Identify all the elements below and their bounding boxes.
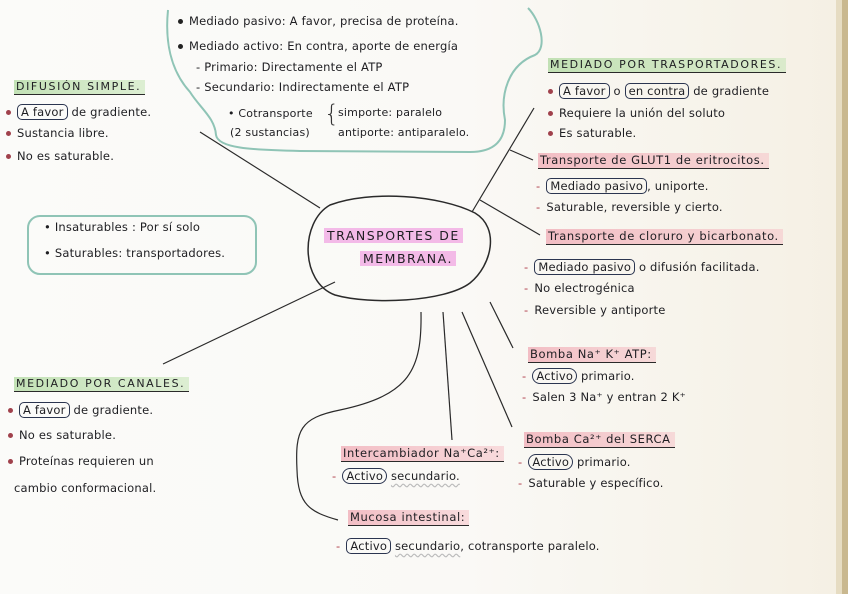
nak-line: -Salen 3 Na⁺ y entran 2 K⁺: [522, 390, 686, 404]
item-text: Requiere la unión del soluto: [559, 106, 726, 120]
transportadores-title: Mediado por trasportadores.: [548, 58, 787, 73]
difusion-simple-item: No es saturable.: [6, 149, 114, 163]
item-text: de gradiente.: [73, 403, 154, 417]
nak-title: Bomba Na⁺ K⁺ ATP:: [528, 347, 656, 363]
a-favor-box: A favor: [559, 83, 610, 99]
activo-box: Activo: [346, 538, 392, 554]
center-title-text2: MEMBRANA.: [360, 251, 456, 266]
en-contra-box: en contra: [624, 83, 690, 99]
activo-box: Activo: [532, 368, 578, 384]
mediado-activo-line: Mediado activo: En contra, aporte de ene…: [178, 39, 458, 53]
difusion-simple-item: Sustancia libre.: [6, 126, 109, 140]
item-text: secundario: [394, 539, 461, 553]
difusion-simple-title: Difusión simple.: [14, 80, 146, 95]
primario-line: - Primario: Directamente el ATP: [196, 60, 383, 74]
item-text: Reversible y antiporte: [534, 303, 666, 317]
item-text: o: [613, 84, 621, 98]
mediado-activo-text: En contra, aporte de energía: [287, 39, 459, 53]
mediado-pasivo-box: Mediado pasivo: [534, 259, 636, 275]
item-text: , uniporte.: [647, 179, 709, 193]
mediado-pasivo-text: A favor, precisa de proteína.: [289, 14, 459, 28]
canales-continuation: cambio conformacional.: [14, 481, 157, 495]
saturables-text: • Saturables: transportadores.: [44, 246, 226, 260]
transportadores-item: Es saturable.: [548, 126, 636, 140]
item-text: , cotransporte paralelo.: [460, 539, 600, 553]
cloruro-line: -Mediado pasivo o difusión facilitada.: [524, 259, 760, 275]
cotransporte-note: (2 sustancias): [230, 126, 310, 139]
naca-title: Intercambiador Na⁺Ca²⁺:: [341, 446, 504, 462]
glut1-line: -Mediado pasivo, uniporte.: [536, 178, 709, 194]
item-text: primario.: [576, 455, 631, 469]
a-favor-box: A favor: [19, 402, 70, 418]
canales-item: No es saturable.: [8, 428, 116, 442]
item-text: Salen 3 Na⁺ y entran 2 K⁺: [532, 390, 686, 404]
item-text: de gradiente: [693, 84, 770, 98]
mediado-activo-label: Mediado activo:: [189, 39, 284, 53]
insaturables-text: • Insaturables : Por sí solo: [44, 220, 201, 234]
item-text: Saturable y específico.: [528, 476, 664, 490]
center-title-line1: TRANSPORTES DE: [324, 228, 463, 243]
serca-title: Bomba Ca²⁺ del SERCA: [524, 432, 675, 448]
primario-text: Directamente el ATP: [261, 60, 383, 74]
brace-icon: {: [324, 100, 340, 128]
cloruro-title: Transporte de cloruro y bicarbonato.: [546, 229, 783, 245]
activo-box: Activo: [342, 468, 388, 484]
secundario-label: - Secundario:: [196, 80, 275, 94]
mucosa-title: Mucosa intestinal:: [348, 510, 470, 526]
mediado-pasivo-line: Mediado pasivo: A favor, precisa de prot…: [178, 14, 459, 28]
transportadores-item: Requiere la unión del soluto: [548, 106, 725, 120]
center-title-text1: TRANSPORTES DE: [324, 228, 463, 243]
nak-line: -Activo primario.: [522, 368, 635, 384]
item-text: Sustancia libre.: [17, 126, 109, 140]
secundario-text: Indirectamente el ATP: [278, 80, 410, 94]
difusion-simple-item: A favor de gradiente.: [6, 104, 151, 120]
cloruro-line: -No electrogénica: [524, 281, 635, 295]
item-text: No electrogénica: [534, 281, 635, 295]
item-text: o difusión facilitada.: [638, 260, 760, 274]
item-text: Proteínas requieren un: [19, 454, 154, 468]
canales-item: Proteínas requieren un: [8, 454, 154, 468]
primario-label: - Primario:: [196, 60, 258, 74]
center-title-line2: MEMBRANA.: [360, 251, 456, 266]
transportadores-item: A favor o en contra de gradiente: [548, 83, 769, 99]
a-favor-box: A favor: [17, 104, 68, 120]
naca-line: -Activo secundario.: [332, 468, 460, 484]
serca-line: -Activo primario.: [518, 454, 631, 470]
item-text: secundario.: [390, 469, 460, 483]
mediado-pasivo-box: Mediado pasivo: [546, 178, 648, 194]
mediado-pasivo-label: Mediado pasivo:: [189, 14, 286, 28]
cotransporte-label: • Cotransporte: [228, 107, 313, 120]
item-text: No es saturable.: [17, 149, 115, 163]
glut1-line: -Saturable, reversible y cierto.: [536, 200, 723, 214]
item-text: Es saturable.: [559, 126, 637, 140]
serca-line: -Saturable y específico.: [518, 476, 664, 490]
canales-item: A favor de gradiente.: [8, 402, 153, 418]
activo-box: Activo: [528, 454, 574, 470]
canales-title: Mediado por canales.: [14, 377, 190, 392]
item-text: No es saturable.: [19, 428, 117, 442]
item-text: Saturable, reversible y cierto.: [546, 200, 723, 214]
mucosa-line: -Activo secundario, cotransporte paralel…: [336, 538, 600, 554]
antiporte-text: antiporte: antiparalelo.: [338, 126, 470, 139]
item-text: de gradiente.: [71, 105, 152, 119]
secundario-line: - Secundario: Indirectamente el ATP: [196, 80, 409, 94]
glut1-title: Transporte de GLUT1 de eritrocitos.: [538, 153, 769, 169]
cloruro-line: -Reversible y antiporte: [524, 303, 666, 317]
simporte-text: simporte: paralelo: [338, 106, 443, 119]
item-text: primario.: [580, 369, 635, 383]
